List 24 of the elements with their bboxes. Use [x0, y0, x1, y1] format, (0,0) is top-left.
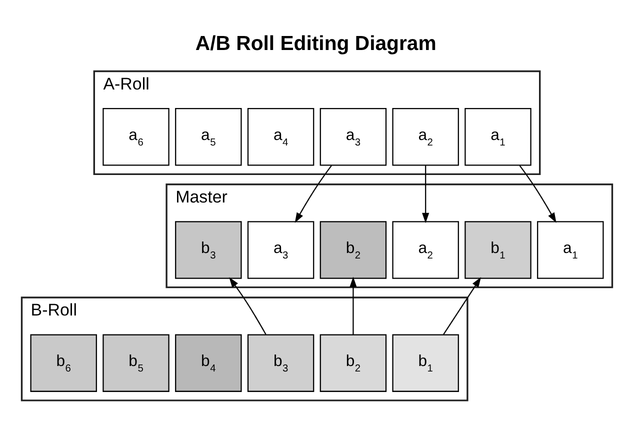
node-box: a$_{3}$: [247, 220, 314, 278]
node-box: a$_{1}$: [464, 108, 532, 166]
node-box: b$_{2}$: [320, 220, 387, 278]
diagram-title: A/B Roll Editing Diagram: [195, 32, 436, 55]
node-box: b$_{5}$: [102, 334, 170, 392]
node-box: b$_{4}$: [175, 334, 242, 392]
arrow: [294, 164, 332, 222]
node-box: b$_{1}$: [464, 220, 532, 278]
node-box: a$_{1}$: [537, 220, 604, 278]
node-box: b$_{3}$: [247, 334, 314, 392]
arrow: [229, 276, 266, 334]
node-box: a$_{4}$: [247, 108, 314, 166]
node-box: a$_{2}$: [392, 108, 459, 166]
node-box: b$_{3}$: [175, 220, 242, 278]
node-box: b$_{1}$: [392, 334, 459, 392]
node-box: b$_{2}$: [320, 334, 387, 392]
node-box: a$_{2}$: [392, 220, 459, 278]
node-box: b$_{6}$: [30, 334, 97, 392]
arrow: [422, 164, 430, 223]
node-box: a$_{6}$: [102, 108, 170, 166]
node-box: a$_{5}$: [175, 108, 242, 166]
arrow: [443, 276, 482, 334]
node-box: a$_{3}$: [320, 108, 387, 166]
arrow: [350, 276, 357, 334]
